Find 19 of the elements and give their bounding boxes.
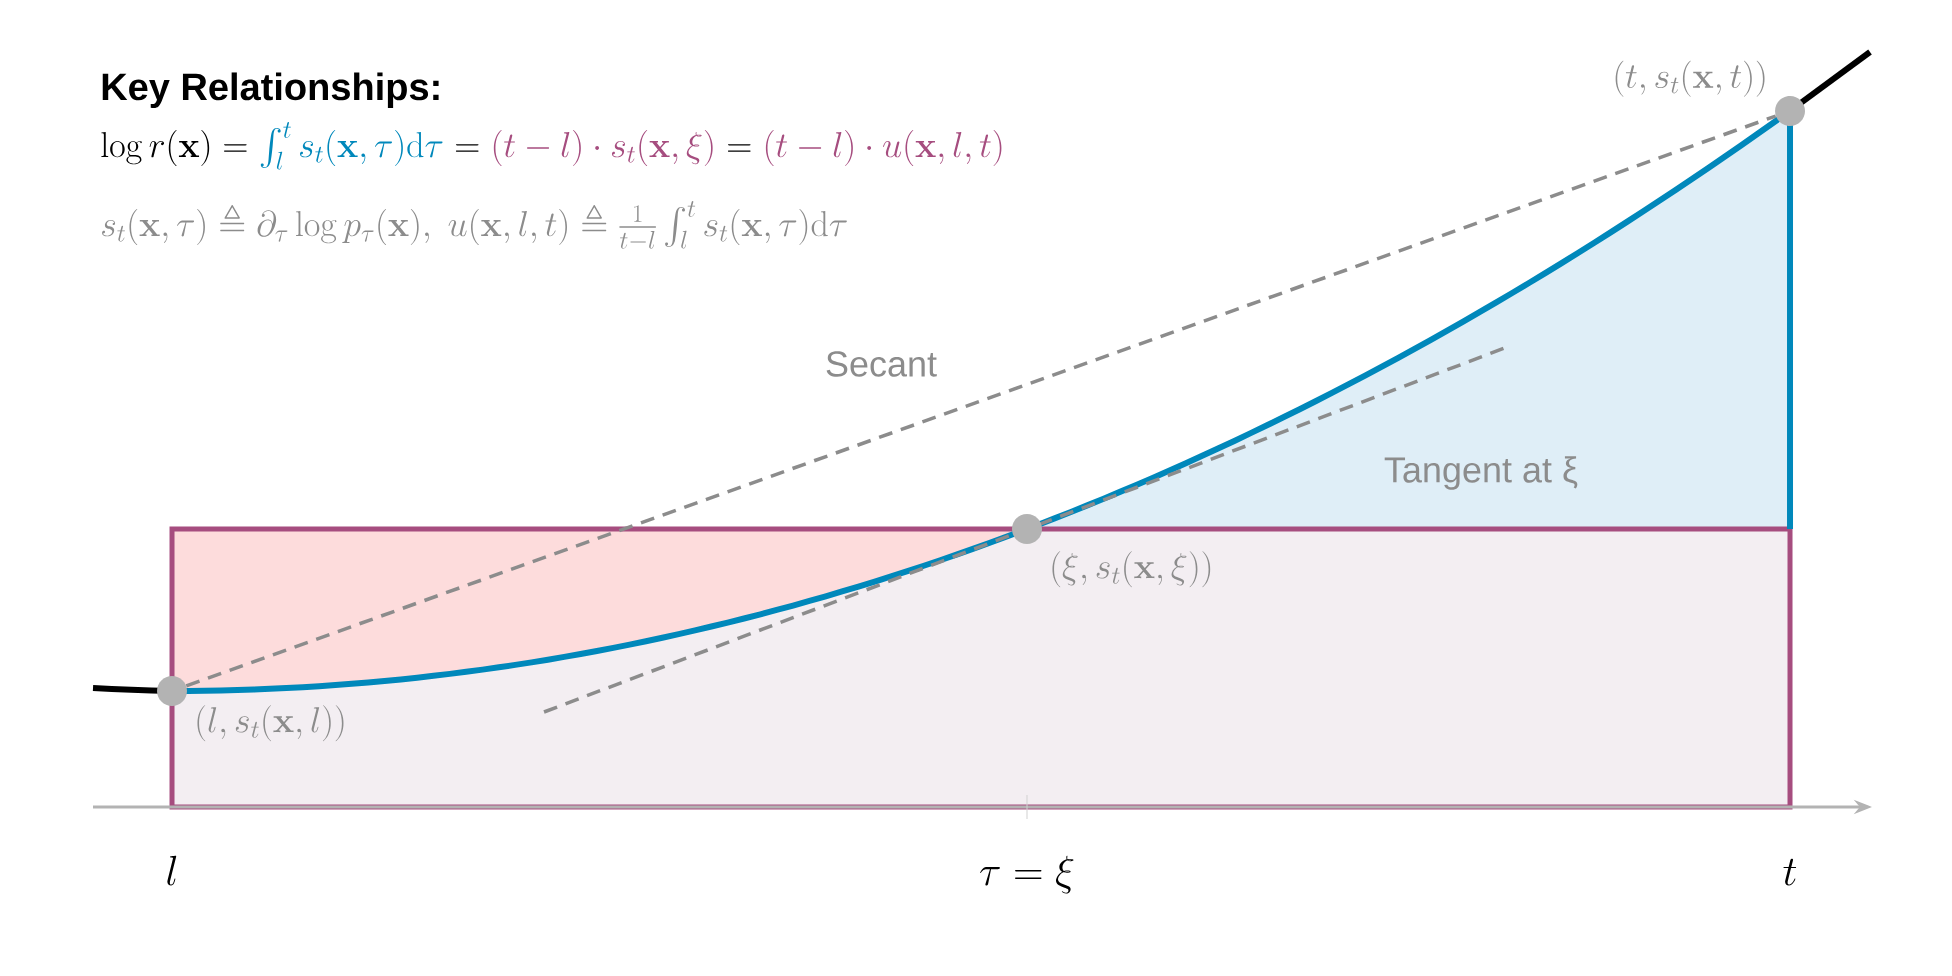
axis-label: $\tau = \xi$ bbox=[980, 855, 1074, 894]
point-marker bbox=[1012, 514, 1042, 544]
formula: $s_t(\mathbf{x}, \tau) \triangleq \partial_\tau \log p_\tau(\mathbf{x}),\ u(\mathbf{x}, l, t) \triangleq \frac{1}{t-l}\int_l^t s_t(\mathbf{x}, \tau)\mathrm{d}\tau$ bbox=[102, 201, 847, 249]
formula: $=$ bbox=[455, 144, 479, 152]
formula: $\int_l^t s_t(\mathbf{x}, \tau)\mathrm{d}\tau$ bbox=[260, 122, 443, 170]
title: Key Relationships: bbox=[102, 72, 439, 108]
axis-label: $t$ bbox=[1783, 858, 1797, 886]
axis-label: $l$ bbox=[167, 855, 177, 886]
line-label: Tangent at ξ bbox=[1384, 456, 1578, 490]
formula: $\log r(\mathbf{x}) =$ bbox=[101, 130, 247, 166]
point-label: $(l, s_t(\mathbf{x}, l))$ bbox=[197, 705, 344, 742]
point-label: $(\xi, s_t(\mathbf{x}, \xi))$ bbox=[1052, 551, 1211, 588]
point-label: $(t, s_t(\mathbf{x}, t))$ bbox=[1615, 60, 1765, 97]
line-label: Secant bbox=[826, 351, 937, 377]
formula: $(t-l)\cdot u(\mathbf{x}, l, t)$ bbox=[765, 130, 1002, 166]
point-marker bbox=[1775, 95, 1805, 126]
formula: $=$ bbox=[728, 144, 751, 152]
formula: $(t-l)\cdot s_t(\mathbf{x}, \xi)$ bbox=[493, 130, 713, 166]
point-marker bbox=[157, 676, 187, 706]
